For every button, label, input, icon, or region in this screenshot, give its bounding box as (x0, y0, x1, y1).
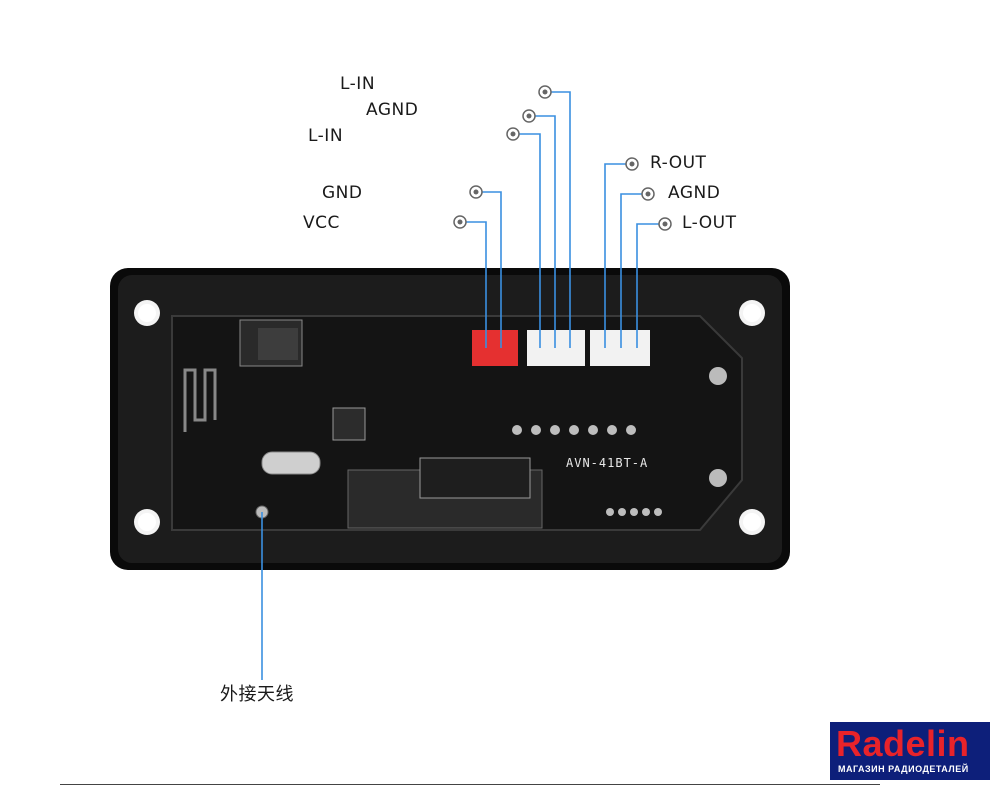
bottom-divider (60, 784, 880, 785)
terminal-dots (457, 89, 668, 227)
antenna-label: 外接天线 (220, 684, 294, 705)
screw (709, 469, 727, 487)
radelin-logo: Radelin МАГАЗИН РАДИОДЕТАЛЕЙ (830, 722, 990, 780)
tf-card-pins (419, 457, 531, 499)
pin-label-l-in-1: L-IN (340, 74, 376, 94)
mounting-holes (134, 300, 765, 535)
red-connector (472, 330, 518, 366)
pin-label-vcc: VCC (303, 213, 340, 233)
pcb-antenna-trace (183, 368, 217, 432)
output-connector (590, 330, 650, 366)
header-pins (512, 425, 636, 435)
bottom-pins (606, 508, 662, 516)
leader-wires (261, 91, 665, 680)
pin-label-l-out: L-OUT (682, 213, 737, 233)
pcb-board (171, 315, 743, 531)
main-chip (332, 407, 366, 441)
input-connector (527, 330, 585, 366)
pin-label-r-out: R-OUT (650, 153, 707, 173)
board-model-label: AVN-41BT-A (566, 456, 649, 470)
terminal-markers (453, 85, 672, 231)
pin-label-l-in-2: L-IN (308, 126, 344, 146)
crystal (261, 451, 321, 475)
screw (709, 367, 727, 385)
pin-label-agnd-out: AGND (668, 183, 721, 203)
pin-label-agnd-in: AGND (366, 100, 419, 120)
pin-label-gnd: GND (322, 183, 363, 203)
logo-name: Radelin (836, 723, 970, 764)
logo-subtitle: МАГАЗИН РАДИОДЕТАЛЕЙ (838, 764, 969, 774)
